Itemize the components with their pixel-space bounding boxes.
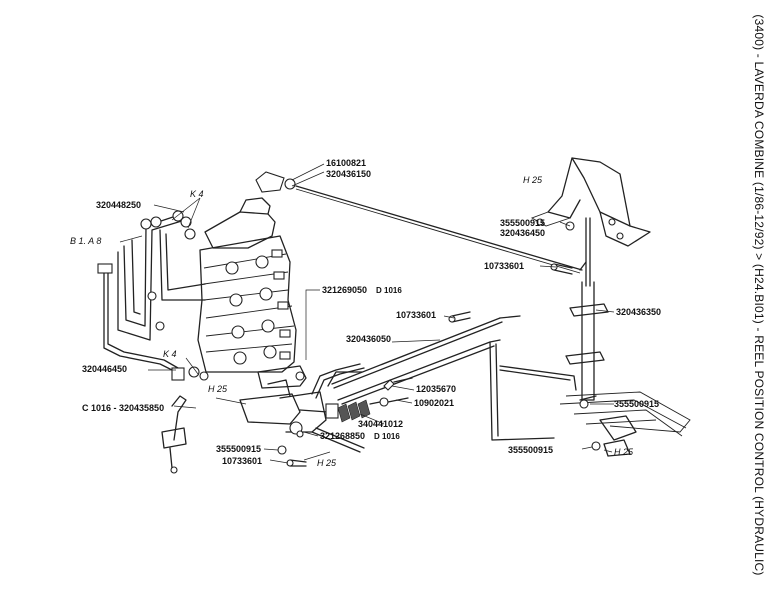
leader-lines (119, 163, 615, 464)
lower-lever-assembly (239, 363, 365, 453)
label-355500915-top: 355500915 (500, 218, 545, 228)
label-320436150: 320436150 (326, 169, 371, 179)
label-h25-bottom: H 25 (614, 447, 634, 457)
label-16100821: 16100821 (326, 158, 366, 168)
vertical-shaft (565, 217, 609, 401)
label-10902021: 10902021 (414, 398, 454, 408)
label-k4-top: K 4 (190, 189, 204, 199)
label-c1016-320435850: C 1016 - 320435850 (82, 403, 164, 413)
label-320436350: 320436350 (616, 307, 661, 317)
label-d1016-a: D 1016 (376, 286, 402, 295)
label-355500915-left: 355500915 (216, 444, 261, 454)
hydraulic-pipes (97, 210, 209, 381)
control-valve-block (197, 197, 307, 389)
label-320448250: 320448250 (96, 200, 141, 210)
label-10733601-right: 10733601 (484, 261, 524, 271)
split-pin-mid (448, 311, 471, 323)
top-nut-and-clevis (255, 171, 296, 193)
washer-355500915-left (277, 445, 287, 455)
label-h25-low: H 25 (317, 458, 337, 468)
label-320446450: 320446450 (82, 364, 127, 374)
bolt-12035670 (383, 377, 413, 391)
mid-connecting-rods (327, 315, 577, 441)
side-title-container: (3400) - LAVERDA COMBINE (1/86-12/92) > … (742, 0, 776, 589)
label-h25-top: H 25 (523, 175, 543, 185)
top-support-bracket (530, 157, 651, 247)
label-321268850: 321268850 (320, 431, 365, 441)
split-pin-low (286, 459, 307, 467)
label-355500915-right: 355500915 (614, 399, 659, 409)
label-320436450: 320436450 (500, 228, 545, 238)
label-340441012: 340441012 (358, 419, 403, 429)
label-d1016-b: D 1016 (374, 432, 400, 441)
spring-damper (299, 397, 409, 423)
label-b1-a8: B 1. A 8 (70, 236, 101, 246)
label-10733601-mid: 10733601 (396, 310, 436, 320)
label-12035670: 12035670 (416, 384, 456, 394)
label-10733601-low: 10733601 (222, 456, 262, 466)
label-321269050: 321269050 (322, 285, 367, 295)
page-title: (3400) - LAVERDA COMBINE (1/86-12/92) > … (752, 13, 766, 576)
label-355500915-bottom: 355500915 (508, 445, 553, 455)
label-k4-low: K 4 (163, 349, 177, 359)
label-320436050: 320436050 (346, 334, 391, 344)
handle-lever (161, 395, 187, 474)
long-control-rod (295, 185, 587, 274)
floor-plate (559, 391, 691, 457)
label-h25-left: H 25 (208, 384, 228, 394)
